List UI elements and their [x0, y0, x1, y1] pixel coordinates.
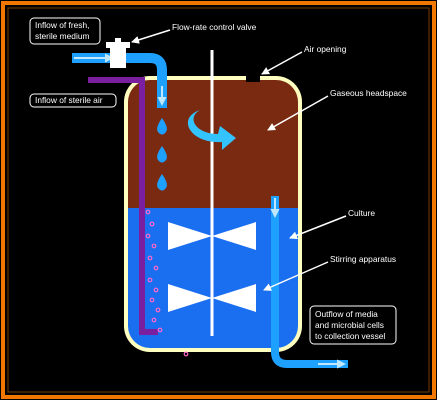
label-air-opening: Air opening	[304, 44, 347, 54]
label-stirring: Stirring apparatus	[330, 254, 396, 264]
flow-rate-control-valve[interactable]	[106, 38, 130, 68]
pointer-headspace	[267, 95, 329, 131]
pointer-valve	[131, 29, 171, 44]
stirrer-blade-lower-right	[212, 284, 256, 312]
label-outflow-line2: and microbial cells	[315, 320, 384, 330]
medium-inflow-pipe	[72, 53, 167, 108]
label-outflow-line1: Outflow of media	[315, 309, 378, 319]
label-inflow-medium-line1: Inflow of fresh,	[35, 20, 89, 30]
stirrer-blade-upper-left	[168, 222, 212, 250]
stirrer-blade-lower-left	[168, 284, 212, 312]
inner-frame	[7, 7, 430, 393]
label-inflow-air-text: Inflow of sterile air	[35, 95, 103, 105]
medium-drops	[157, 118, 167, 191]
label-valve: Flow-rate control valve	[172, 22, 257, 32]
air-inflow-pipe	[88, 77, 158, 335]
label-outflow-line3: to collection vessel	[315, 331, 385, 341]
label-inflow-medium: Inflow of fresh, sterile medium	[29, 17, 101, 45]
label-outflow: Outflow of media and microbial cells to …	[309, 305, 397, 345]
pointer-stirring	[263, 261, 329, 291]
stirring-apparatus	[168, 50, 256, 336]
label-headspace: Gaseous headspace	[330, 88, 407, 98]
label-inflow-medium-line2: sterile medium	[35, 31, 89, 41]
air-opening-gap	[246, 72, 260, 82]
outflow-pipe	[270, 196, 348, 369]
label-culture: Culture	[348, 208, 375, 218]
rotation-arrow-icon	[187, 110, 236, 150]
pointer-air-opening	[261, 51, 303, 75]
air-bubbles	[145, 209, 189, 357]
pointer-culture	[289, 215, 347, 240]
label-inflow-air: Inflow of sterile air	[29, 93, 117, 108]
stirrer-blade-upper-right	[212, 222, 256, 250]
